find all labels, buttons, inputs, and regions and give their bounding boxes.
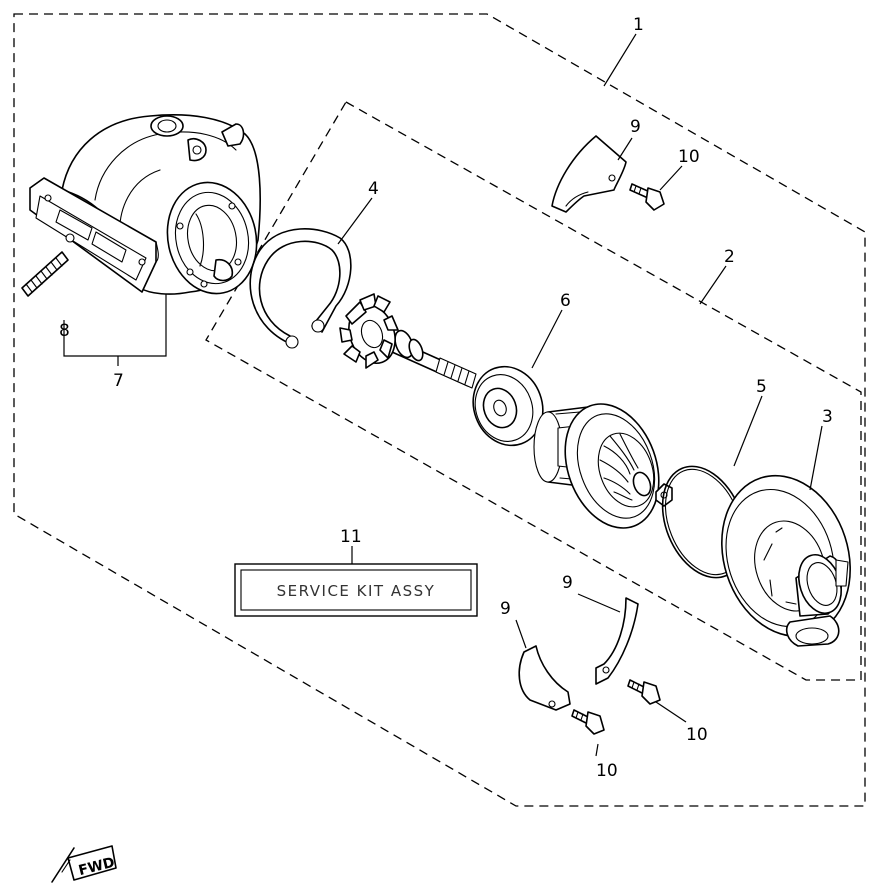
assembly-2-outline <box>205 101 862 681</box>
clamp-segment-upper <box>551 135 627 213</box>
turbine-wheel-shaft <box>339 293 477 389</box>
bolt-upper <box>629 183 665 211</box>
service-kit-label: SERVICE KIT ASSY <box>277 582 436 600</box>
compressor-housing <box>721 474 851 647</box>
callout-7: 7 <box>113 371 124 391</box>
callout-10-upper: 10 <box>678 147 700 167</box>
bearing-housing-compressor-wheel <box>533 403 673 529</box>
clamp-segment-lower-right <box>595 597 639 685</box>
callout-6: 6 <box>560 291 571 311</box>
callout-10-lower-left: 10 <box>596 761 618 781</box>
callout-3: 3 <box>822 407 833 427</box>
callout-9-upper: 9 <box>630 117 641 137</box>
stud-bolt <box>21 251 69 297</box>
assembly-1-outline <box>13 13 866 807</box>
snap-ring <box>249 228 352 349</box>
callout-9-lower-left: 9 <box>500 599 511 619</box>
callout-10-lower-right: 10 <box>686 725 708 745</box>
service-kit-box: SERVICE KIT ASSY <box>234 563 478 617</box>
callout-8: 8 <box>59 321 70 341</box>
callout-2: 2 <box>724 247 735 267</box>
callout-1: 1 <box>633 15 644 35</box>
callout-5: 5 <box>756 377 767 397</box>
bolt-lower-left <box>571 709 605 735</box>
fwd-direction-icon: FWD <box>51 845 117 883</box>
bolt-lower-right <box>627 679 661 705</box>
leader-lines <box>63 33 823 757</box>
clamp-segment-lower-left <box>518 645 571 711</box>
seal-plate <box>472 365 544 447</box>
callout-9-lower-right: 9 <box>562 573 573 593</box>
turbine-housing <box>29 114 261 295</box>
callout-11: 11 <box>340 527 362 547</box>
callout-4: 4 <box>368 179 379 199</box>
